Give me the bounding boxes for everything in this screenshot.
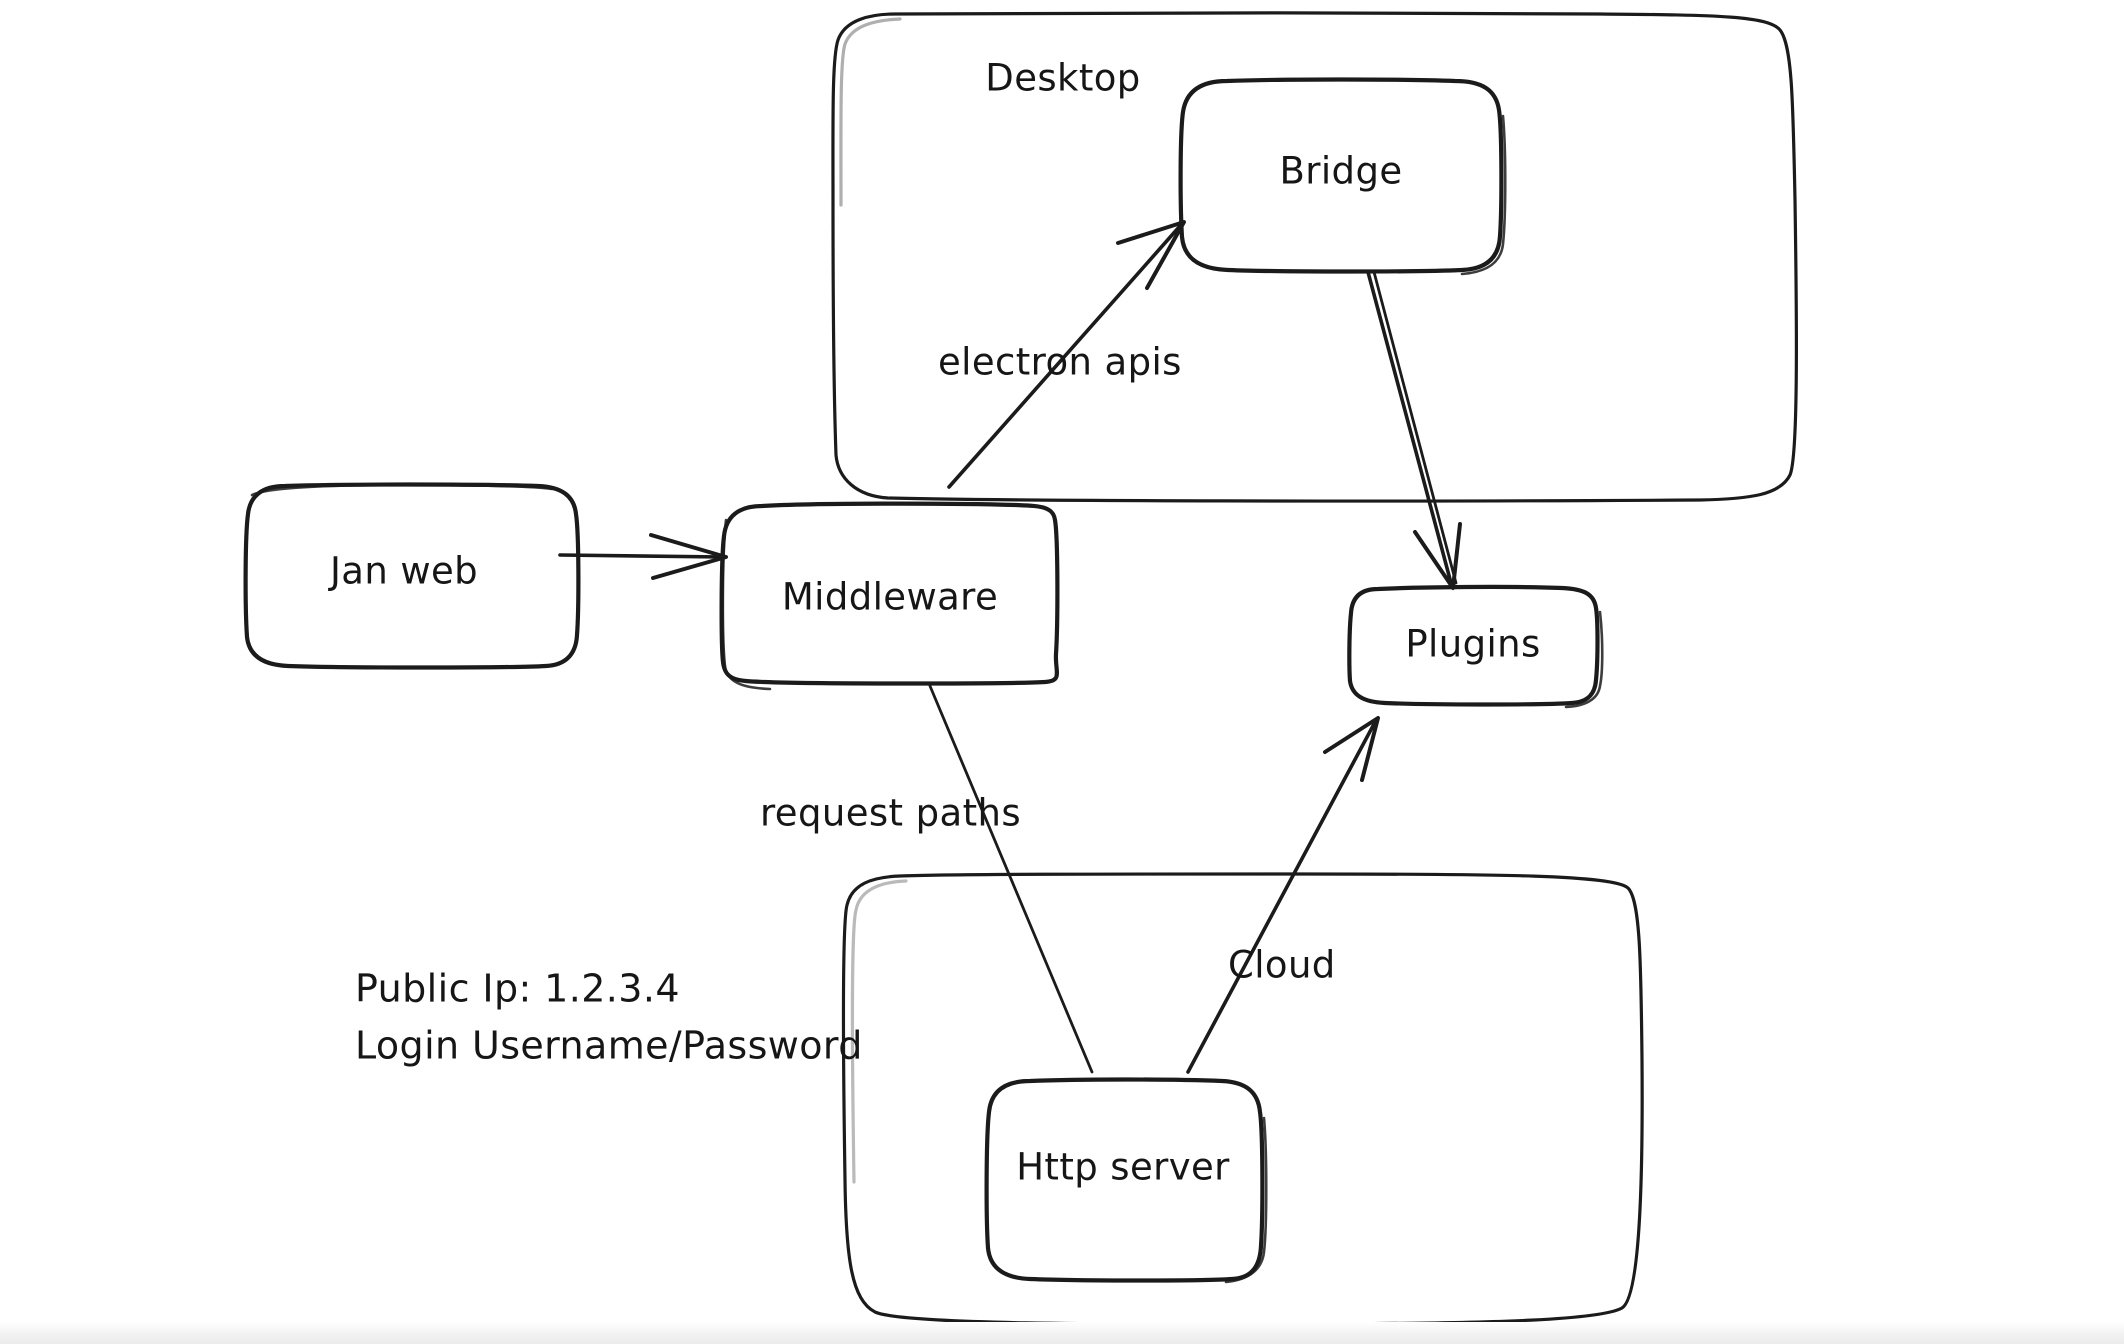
note-login: Login Username/Password — [355, 1024, 863, 1068]
node-middleware-label: Middleware — [782, 576, 998, 619]
node-http-server[interactable]: Http server — [984, 1077, 1268, 1284]
node-plugins[interactable]: Plugins — [1347, 584, 1604, 709]
container-cloud[interactable] — [841, 872, 1644, 1326]
container-desktop-label: Desktop — [985, 57, 1140, 100]
note-public-ip: Public Ip: 1.2.3.4 — [355, 967, 680, 1011]
edge-label-cloud: Cloud — [1228, 944, 1336, 987]
node-http-server-label: Http server — [1016, 1146, 1230, 1189]
edge-label-electron-apis: electron apis — [938, 341, 1182, 384]
node-plugins-label: Plugins — [1405, 623, 1540, 666]
edge-jan-web-to-middleware[interactable] — [558, 533, 728, 580]
node-jan-web-label: Jan web — [328, 550, 478, 593]
edge-bridge-to-plugins[interactable] — [1366, 270, 1462, 590]
edge-middleware-to-bridge[interactable]: electron apis — [938, 220, 1186, 489]
edge-http-server-to-plugins[interactable]: Cloud — [1186, 716, 1380, 1074]
node-jan-web[interactable]: Jan web — [243, 482, 581, 670]
node-bridge-label: Bridge — [1279, 150, 1402, 193]
node-middleware[interactable]: Middleware — [719, 501, 1060, 691]
node-bridge[interactable]: Bridge — [1178, 77, 1507, 276]
note-block: Public Ip: 1.2.3.4 Login Username/Passwo… — [355, 967, 863, 1068]
edge-label-request-paths: request paths — [760, 792, 1021, 835]
container-desktop[interactable]: Desktop — [831, 11, 1799, 503]
edge-middleware-to-http-server[interactable]: request paths — [760, 684, 1094, 1074]
